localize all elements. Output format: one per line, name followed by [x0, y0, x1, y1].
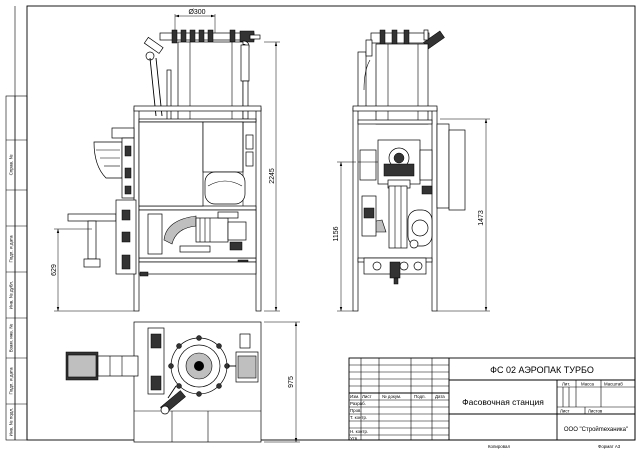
- sheets-label: Листов: [588, 409, 603, 414]
- dim-height-side-left: 1156: [333, 226, 340, 241]
- side-stamp: Инв. № подл. Подп. и дата Взам. инв. № И…: [5, 95, 28, 441]
- format-label: Формат А3: [598, 444, 621, 449]
- role-checker: Пров.: [350, 408, 362, 413]
- stamp-cell-3: Инв. № дубл.: [9, 281, 14, 309]
- rev-header-change: Изм.: [350, 394, 359, 399]
- dim-height-mid: 629: [51, 264, 58, 276]
- front-view: Ø300: [51, 9, 280, 312]
- stage-header-scale: Масштаб: [604, 382, 623, 387]
- role-developer: Разраб.: [350, 401, 366, 406]
- side-view: 1156 1473: [333, 29, 490, 312]
- stamp-cell-1: Подп. и дата: [9, 367, 14, 395]
- title-designation: ФС 02 АЭРОПАК ТУРБО: [490, 365, 594, 375]
- dim-height-front: 2245: [269, 168, 276, 184]
- stage-header-lit: Лит.: [562, 382, 570, 387]
- rev-header-sheet: Лист: [362, 394, 372, 399]
- dim-plan-depth: 975: [288, 376, 295, 388]
- role-norm-control: Н. контр.: [350, 429, 368, 434]
- title-company: ООО "Стройmеханика": [564, 426, 628, 433]
- role-approver: Утв.: [350, 436, 358, 441]
- sheet-label: Лист: [560, 409, 570, 414]
- title-name: Фасовочная станция: [462, 397, 544, 407]
- rev-header-doc: № докум.: [382, 394, 401, 399]
- rev-header-sign: Подп.: [414, 394, 426, 399]
- stamp-cell-4: Подп. и дата: [9, 235, 14, 263]
- stage-header-mass: Масса: [581, 382, 595, 387]
- rev-header-date: Дата: [435, 394, 445, 399]
- copied-label: Копировал: [488, 444, 510, 449]
- plan-view: 975: [65, 321, 300, 443]
- dim-top-diameter: Ø300: [188, 9, 205, 16]
- role-tech-control: Т. контр.: [350, 415, 367, 420]
- title-block: ФС 02 АЭРОПАК ТУРБО Фасовочная станция О…: [348, 357, 636, 449]
- dim-height-side-right: 1473: [478, 210, 485, 226]
- stamp-cell-2: Взам. инв. №: [9, 324, 14, 353]
- stamp-cell-0: Инв. № подл.: [9, 408, 14, 437]
- stamp-cell-5: Справ. №: [9, 155, 14, 176]
